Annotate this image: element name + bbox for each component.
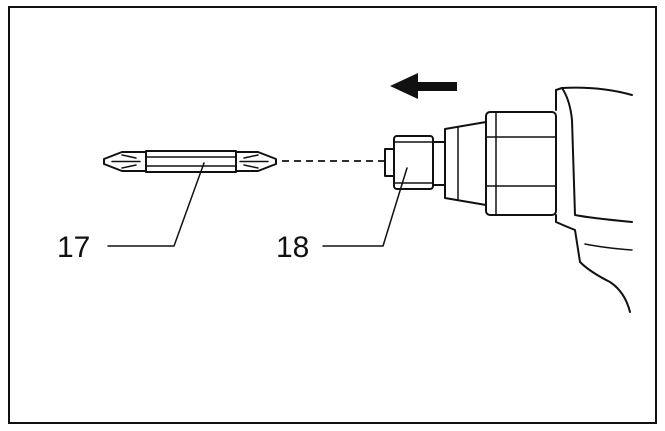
- driver-bit: [103, 150, 277, 173]
- bit-holder: [384, 135, 434, 190]
- frame-border: [8, 6, 657, 424]
- drill-body: [432, 86, 633, 313]
- callout-leader-bit: [107, 162, 205, 247]
- callout-label-bit-holder: 18: [276, 231, 309, 264]
- callout-leader-bit-holder: [322, 167, 408, 247]
- callout-label-bit: 17: [57, 231, 90, 264]
- insert-direction-arrow-icon: [390, 73, 457, 99]
